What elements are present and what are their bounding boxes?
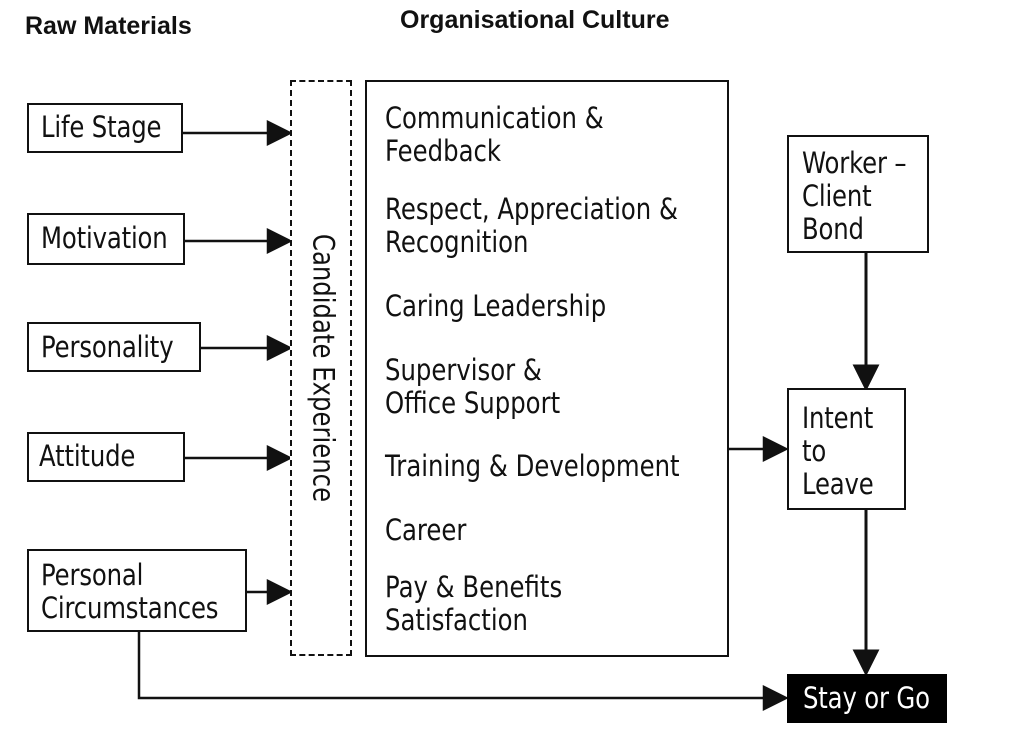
intent-to-leave-box: Intent to Leave	[787, 388, 906, 510]
stay-or-go-box: Stay or Go	[787, 674, 947, 723]
organisational-culture-heading: Organisational Culture	[400, 6, 670, 34]
arrow-circumstances-to-stay	[137, 632, 789, 712]
arrow-bond-to-intent	[852, 252, 880, 392]
worker-client-bond-label: Worker – Client Bond	[802, 146, 907, 246]
life-stage-label: Life Stage	[41, 110, 162, 144]
arrow-culture-to-intent	[729, 435, 789, 463]
culture-item-caring-leadership: Caring Leadership	[385, 289, 607, 323]
culture-item-training: Training & Development	[385, 449, 680, 483]
arrow-attitude	[185, 444, 293, 472]
life-stage-box: Life Stage	[27, 103, 183, 153]
culture-item-pay: Pay & Benefits Satisfaction	[385, 570, 563, 637]
culture-item-respect: Respect, Appreciation & Recognition	[385, 192, 678, 259]
candidate-experience-label: Candidate Experience	[306, 233, 341, 503]
personal-circumstances-label: Personal Circumstances	[41, 558, 219, 625]
culture-item-supervisor: Supervisor & Office Support	[385, 353, 561, 420]
stay-or-go-label: Stay or Go	[803, 681, 930, 715]
arrow-motivation	[185, 227, 293, 255]
culture-item-career: Career	[385, 513, 467, 547]
personality-label: Personality	[41, 330, 174, 364]
arrow-life-stage	[183, 119, 293, 147]
intent-to-leave-label: Intent to Leave	[802, 401, 874, 501]
personality-box: Personality	[27, 322, 201, 372]
motivation-box: Motivation	[27, 213, 185, 265]
organisational-culture-box	[365, 80, 729, 657]
attitude-label: Attitude	[39, 439, 136, 473]
arrow-intent-to-stay	[852, 509, 880, 677]
arrow-personality	[201, 334, 293, 362]
attitude-box: Attitude	[27, 432, 185, 482]
candidate-experience-box	[290, 80, 352, 656]
personal-circumstances-box: Personal Circumstances	[27, 549, 247, 632]
arrow-personal-circumstances	[247, 578, 293, 606]
culture-item-communication: Communication & Feedback	[385, 101, 604, 168]
raw-materials-heading: Raw Materials	[25, 12, 192, 40]
motivation-label: Motivation	[41, 221, 168, 255]
worker-client-bond-box: Worker – Client Bond	[787, 135, 929, 253]
